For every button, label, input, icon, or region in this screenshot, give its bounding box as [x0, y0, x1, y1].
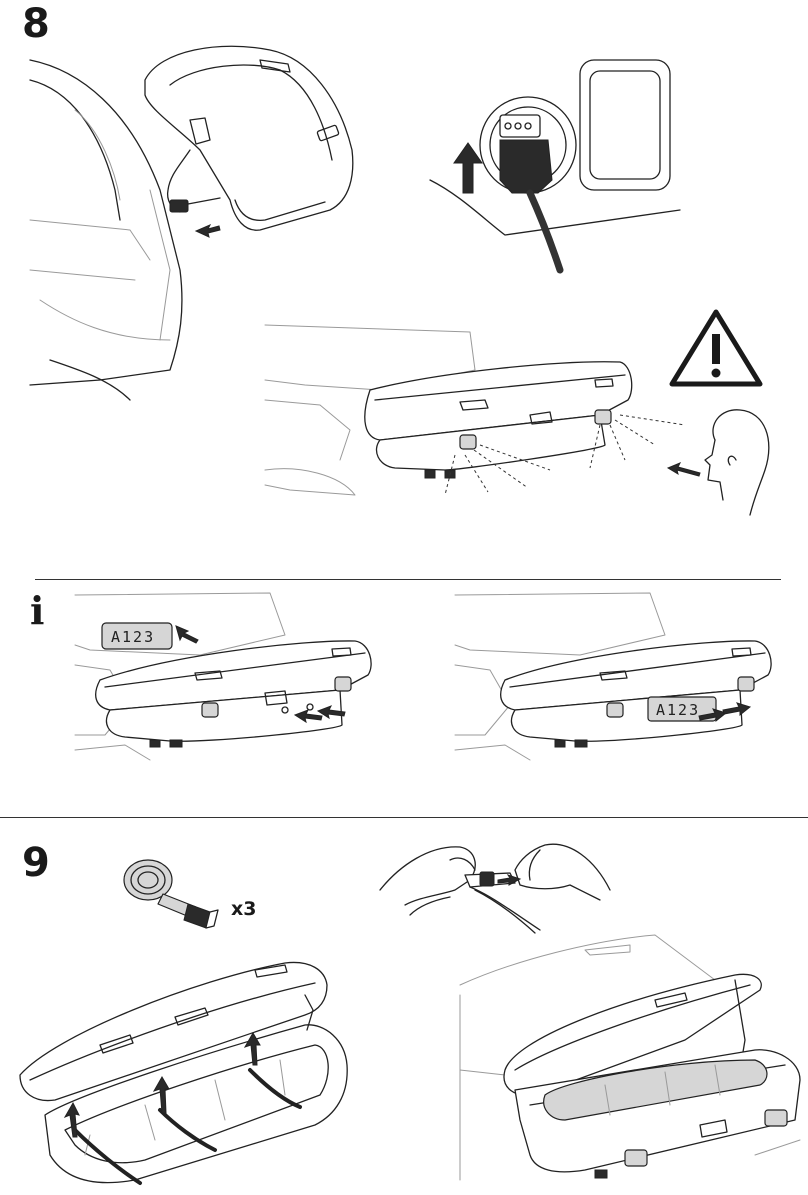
section-divider: [35, 579, 781, 580]
step-9-number: 9: [22, 843, 50, 883]
arrow-icon: [176, 626, 198, 643]
arrow-icon: [454, 143, 482, 193]
strap-quantity: x3: [231, 898, 256, 920]
arrow-icon: [668, 463, 700, 476]
strap-roll-illustration: [118, 852, 228, 932]
license-plate-text: A123: [656, 701, 700, 719]
info-icon: i: [30, 592, 44, 630]
license-plate-removed-illustration: A123: [70, 585, 400, 775]
license-plate-mounted-illustration: A123: [450, 585, 790, 775]
license-plate-text: A123: [111, 628, 155, 646]
plug-socket-illustration: [430, 45, 680, 285]
section-divider: [0, 817, 808, 818]
open-box-straps-illustration: [15, 955, 360, 1190]
loaded-box-on-car-illustration: [455, 920, 805, 1190]
rear-box-light-check-illustration: [260, 320, 780, 530]
arrow-icon: [196, 225, 220, 237]
step-8-number: 8: [22, 4, 50, 44]
